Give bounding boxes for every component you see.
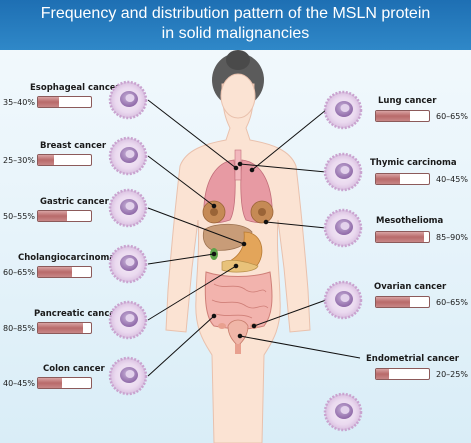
cholangio-cell-icon — [108, 244, 148, 284]
gastric-cancer-label: Gastric cancer — [40, 197, 109, 207]
colon-cancer-bar — [37, 377, 92, 389]
title-banner: Frequency and distribution pattern of th… — [0, 0, 471, 50]
title-line-1: Frequency and distribution pattern of th… — [40, 5, 431, 22]
cholangiocarcinoma-range: 60–65% — [3, 268, 35, 277]
colon-cancer-label: Colon cancer — [43, 364, 105, 374]
meso-cell-icon — [323, 208, 363, 248]
breast-glands — [202, 200, 274, 224]
ovarian-cancer-label: Ovarian cancer — [374, 282, 447, 292]
breast-cancer-bar-fill — [38, 155, 54, 165]
pancreatic-cell-icon — [108, 300, 148, 340]
mesothelioma-range: 85–90% — [436, 233, 468, 242]
breast-cancer-label: Breast cancer — [40, 141, 107, 151]
mesothelioma-bar — [375, 231, 430, 243]
esophageal-cell-icon — [108, 80, 148, 120]
colon-cancer-bar-fill — [38, 378, 62, 388]
ovarian-cell-icon — [323, 280, 363, 320]
thymic-carcinoma-bar-fill — [376, 174, 400, 184]
thymic-carcinoma-range: 40–45% — [436, 175, 468, 184]
mesothelioma-label: Mesothelioma — [376, 216, 444, 226]
breast-cancer-range: 25–30% — [3, 156, 35, 165]
endometrial-cancer-label: Endometrial cancer — [366, 354, 460, 364]
endometrial-cancer-bar — [375, 368, 430, 380]
ovarian-cancer-range: 60–65% — [436, 298, 468, 307]
pancreatic-cancer-bar-fill — [38, 323, 84, 333]
endometrial-cancer-bar-fill — [376, 369, 390, 379]
leader-lines — [147, 99, 361, 377]
liver — [202, 223, 253, 251]
esophageal-cancer-bar — [37, 96, 92, 108]
esophageal-cancer-range: 35–40% — [3, 98, 35, 107]
pancreatic-cancer-range: 80–85% — [3, 324, 35, 333]
cervix — [235, 344, 241, 354]
pancreatic-cancer-bar — [37, 322, 92, 334]
colon-cell-icon — [108, 356, 148, 396]
endometrial-cancer-range: 20–25% — [436, 370, 468, 379]
mesothelioma-bar-fill — [376, 232, 424, 242]
ovarian-cancer-bar — [375, 296, 430, 308]
thymic-carcinoma-bar — [375, 173, 430, 185]
intestines — [204, 271, 273, 330]
breast-cell-icon — [108, 136, 148, 176]
gastric-cancer-range: 50–55% — [3, 212, 35, 221]
gastric-cancer-bar-fill — [38, 211, 68, 221]
thymic-carcinoma-label: Thymic carcinoma — [370, 158, 457, 168]
face — [220, 73, 256, 119]
lung-cancer-label: Lung cancer — [378, 96, 437, 106]
lung-cell-icon — [323, 90, 363, 130]
ovarian-cancer-bar-fill — [376, 297, 411, 307]
uterus — [227, 319, 249, 347]
breast-cancer-bar — [37, 154, 92, 166]
colon-cancer-range: 40–45% — [3, 379, 35, 388]
esophageal-cancer-bar-fill — [38, 97, 60, 107]
gastric-cancer-bar — [37, 210, 92, 222]
lung-cancer-range: 60–65% — [436, 112, 468, 121]
ovary-left — [218, 323, 226, 329]
title-line-2: in solid malignancies — [161, 25, 310, 42]
lung-cancer-bar-fill — [376, 111, 411, 121]
lung-cancer-bar — [375, 110, 430, 122]
endometrial-cell-icon — [323, 392, 363, 432]
thymic-cell-icon — [323, 152, 363, 192]
gastric-cell-icon — [108, 188, 148, 228]
cholangiocarcinoma-label: Cholangiocarcinoma — [18, 253, 116, 263]
cholangiocarcinoma-bar — [37, 266, 92, 278]
cholangiocarcinoma-bar-fill — [38, 267, 73, 277]
pancreatic-cancer-label: Pancreatic cancer — [34, 309, 120, 319]
esophageal-cancer-label: Esophageal cancer — [30, 83, 120, 93]
